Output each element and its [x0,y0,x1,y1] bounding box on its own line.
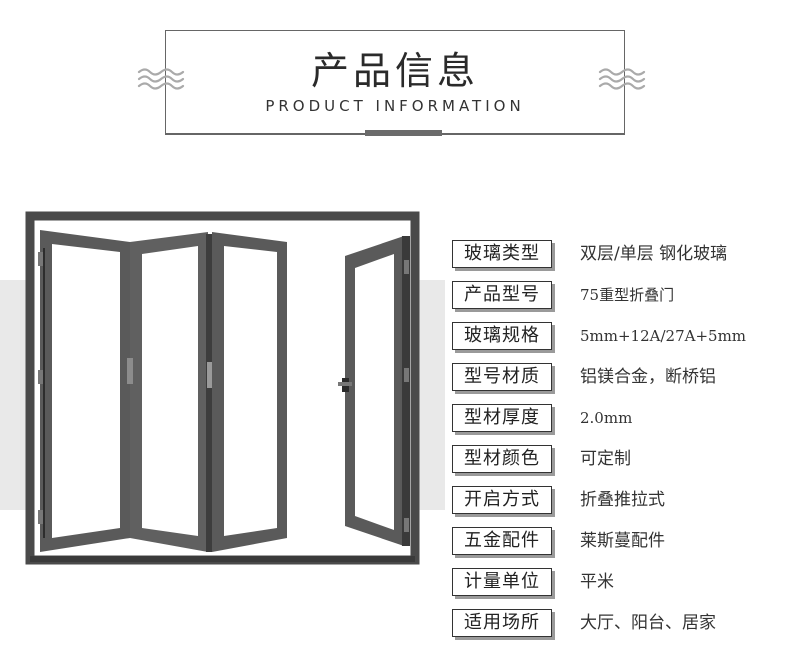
spec-label: 玻璃规格 [452,322,552,350]
spec-label: 型材颜色 [452,445,552,473]
wave-decoration-right-icon [598,68,646,90]
folding-door-image [0,211,445,565]
section-header: 产品信息 PRODUCT INFORMATION [0,0,790,160]
door-panel-1 [40,230,130,552]
spec-row-usage: 适用场所 大厅、阳台、居家 [452,609,782,637]
spec-label: 型号材质 [452,363,552,391]
spec-value: 75重型折叠门 [580,286,675,304]
header-frame [165,30,625,134]
spec-label: 计量单位 [452,568,552,596]
spec-value: 可定制 [580,449,631,469]
spec-row-model: 产品型号 75重型折叠门 [452,281,782,309]
door-panel-4 [338,236,410,546]
header-frame-bottom-left [165,133,365,135]
door-hinges [38,252,409,532]
spec-row-hardware: 五金配件 莱斯蔓配件 [452,527,782,555]
spec-value: 5mm+12A/27A+5mm [580,327,747,345]
door-panel-3 [206,232,287,552]
spec-label: 开启方式 [452,486,552,514]
spec-label: 玻璃类型 [452,240,552,268]
spec-value: 2.0mm [580,409,633,427]
header-accent-bar [365,130,442,136]
spec-value: 折叠推拉式 [580,490,665,510]
page-subtitle: PRODUCT INFORMATION [265,97,525,115]
spec-row-thickness: 型材厚度 2.0mm [452,404,782,432]
header-frame-bottom-right [442,133,625,135]
spec-value: 双层/单层 钢化玻璃 [580,244,728,264]
spec-row-glass-type: 玻璃类型 双层/单层 钢化玻璃 [452,240,782,268]
door-panel-2 [127,232,208,552]
wave-decoration-left-icon [137,68,185,90]
spec-value: 平米 [580,572,614,592]
spec-label: 产品型号 [452,281,552,309]
spec-row-opening: 开启方式 折叠推拉式 [452,486,782,514]
page-title: 产品信息 [310,49,479,93]
spec-value: 铝镁合金，断桥铝 [580,367,716,387]
spec-label: 型材厚度 [452,404,552,432]
spec-row-unit: 计量单位 平米 [452,568,782,596]
spec-value: 莱斯蔓配件 [580,531,665,551]
door-sill [30,556,415,562]
spec-label: 适用场所 [452,609,552,637]
spec-row-glass-spec: 玻璃规格 5mm+12A/27A+5mm [452,322,782,350]
spec-label: 五金配件 [452,527,552,555]
spec-row-color: 型材颜色 可定制 [452,445,782,473]
spec-row-material: 型号材质 铝镁合金，断桥铝 [452,363,782,391]
spec-value: 大厅、阳台、居家 [580,613,716,633]
